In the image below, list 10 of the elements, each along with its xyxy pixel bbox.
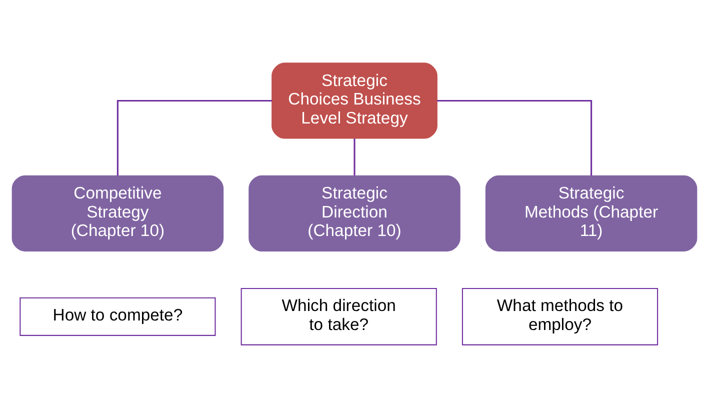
node-box: Strategic Direction (Chapter 10) xyxy=(248,174,460,251)
node-box: Strategic Choices Business Level Strategy xyxy=(272,62,438,138)
connector xyxy=(116,99,272,176)
node-box: Which direction to take? xyxy=(240,287,437,345)
connector xyxy=(354,138,356,175)
node-box: How to compete? xyxy=(20,296,216,336)
connector xyxy=(436,99,592,176)
node-box: Competitive Strategy (Chapter 10) xyxy=(12,174,224,251)
node-box: Strategic Methods (Chapter 11) xyxy=(485,174,698,251)
node-box: What methods to employ? xyxy=(462,287,658,345)
